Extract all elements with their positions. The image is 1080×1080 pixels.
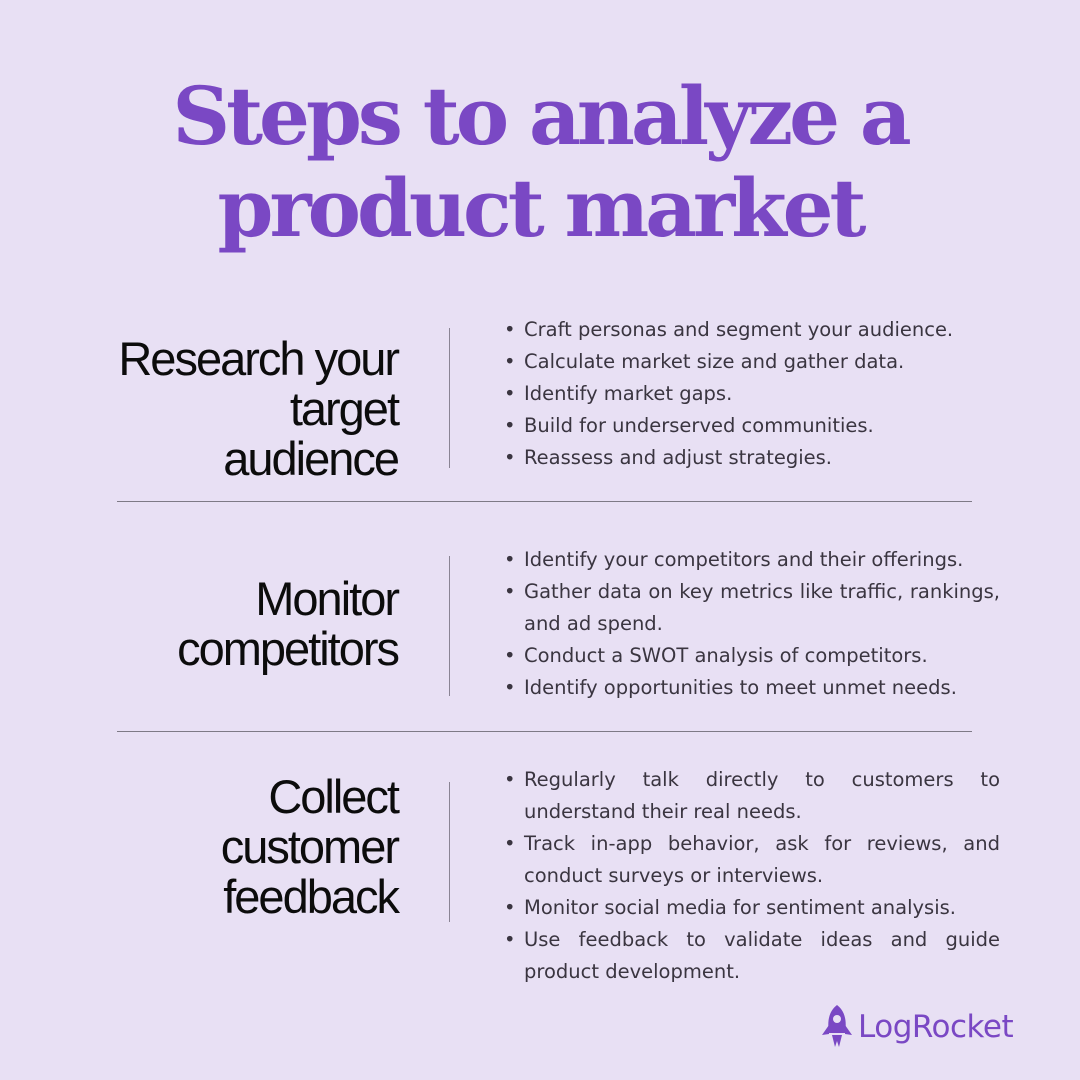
section-heading: Collect customer feedback	[78, 770, 400, 923]
section-heading-line: feedback	[223, 870, 400, 923]
section-heading: Research your target audience	[78, 332, 400, 485]
page-title-line-1: Steps to analyze a	[172, 69, 911, 163]
bullet-icon: •	[504, 896, 516, 919]
list-item: • Monitor social media for sentiment anal…	[500, 892, 1000, 924]
list-item: • Identify market gaps.	[500, 378, 1000, 410]
list-item: • Calculate market size and gather data.	[500, 346, 1000, 378]
section-divider	[117, 501, 972, 502]
section-heading-line: customer	[220, 820, 400, 873]
bullet-icon: •	[504, 414, 516, 437]
section-heading-line: Monitor	[255, 572, 400, 625]
list-item: • Conduct a SWOT analysis of competitors.	[500, 640, 1000, 672]
section-heading-line: Research your	[118, 332, 400, 385]
bullet-icon: •	[504, 580, 516, 603]
bullet-icon: •	[504, 350, 516, 373]
list-item-text: Track in-app behavior, ask for reviews, …	[524, 832, 1000, 887]
section-divider	[117, 731, 972, 732]
bullet-list: • Craft personas and segment your audienc…	[500, 314, 1000, 474]
list-item-text: Identify opportunities to meet unmet nee…	[524, 676, 957, 699]
bullet-icon: •	[504, 676, 516, 699]
vertical-separator	[449, 556, 450, 696]
rocket-icon	[822, 1005, 852, 1047]
bullet-icon: •	[504, 318, 516, 341]
list-item: • Build for underserved communities.	[500, 410, 1000, 442]
list-item-text: Calculate market size and gather data.	[524, 350, 905, 373]
bullet-icon: •	[504, 382, 516, 405]
list-item: • Craft personas and segment your audienc…	[500, 314, 1000, 346]
list-item-text: Build for underserved communities.	[524, 414, 874, 437]
logo-text: LogRocket	[858, 1009, 1014, 1045]
list-item-text: Regularly talk directly to customers to …	[524, 768, 1000, 823]
list-item: • Track in-app behavior, ask for reviews,…	[500, 828, 1000, 892]
bullet-icon: •	[504, 644, 516, 667]
vertical-separator	[449, 328, 450, 468]
bullet-icon: •	[504, 768, 516, 791]
list-item-text: Identify market gaps.	[524, 382, 733, 405]
list-item: • Regularly talk directly to customers to…	[500, 764, 1000, 828]
vertical-separator	[449, 782, 450, 922]
list-item-text: Monitor social media for sentiment analy…	[524, 896, 956, 919]
section-heading-line: audience	[223, 432, 400, 485]
page-title: Steps to analyze a product market	[0, 70, 1080, 254]
bullet-icon: •	[504, 446, 516, 469]
list-item-text: Identify your competitors and their offe…	[524, 548, 964, 571]
logrocket-logo: LogRocket	[820, 1003, 1014, 1051]
section-heading-line: competitors	[177, 622, 400, 675]
bullet-icon: •	[504, 832, 516, 855]
list-item-text: Gather data on key metrics like traffic,…	[524, 580, 1000, 635]
list-item: • Reassess and adjust strategies.	[500, 442, 1000, 474]
list-item-text: Conduct a SWOT analysis of competitors.	[524, 644, 928, 667]
section-heading-line: Collect	[268, 770, 400, 823]
bullet-list: • Regularly talk directly to customers to…	[500, 764, 1000, 988]
list-item: • Identify your competitors and their off…	[500, 544, 1000, 576]
bullet-icon: •	[504, 548, 516, 571]
list-item-text: Reassess and adjust strategies.	[524, 446, 833, 469]
bullet-icon: •	[504, 928, 516, 951]
list-item: • Use feedback to validate ideas and guid…	[500, 924, 1000, 988]
bullet-list: • Identify your competitors and their off…	[500, 544, 1000, 704]
section-heading-line: target	[289, 382, 400, 435]
page-title-line-2: product market	[217, 161, 867, 255]
list-item-text: Craft personas and segment your audience…	[524, 318, 954, 341]
list-item: • Identify opportunities to meet unmet ne…	[500, 672, 1000, 704]
list-item-text: Use feedback to validate ideas and guide…	[524, 928, 1000, 983]
section-heading: Monitor competitors	[78, 572, 400, 675]
list-item: • Gather data on key metrics like traffic…	[500, 576, 1000, 640]
